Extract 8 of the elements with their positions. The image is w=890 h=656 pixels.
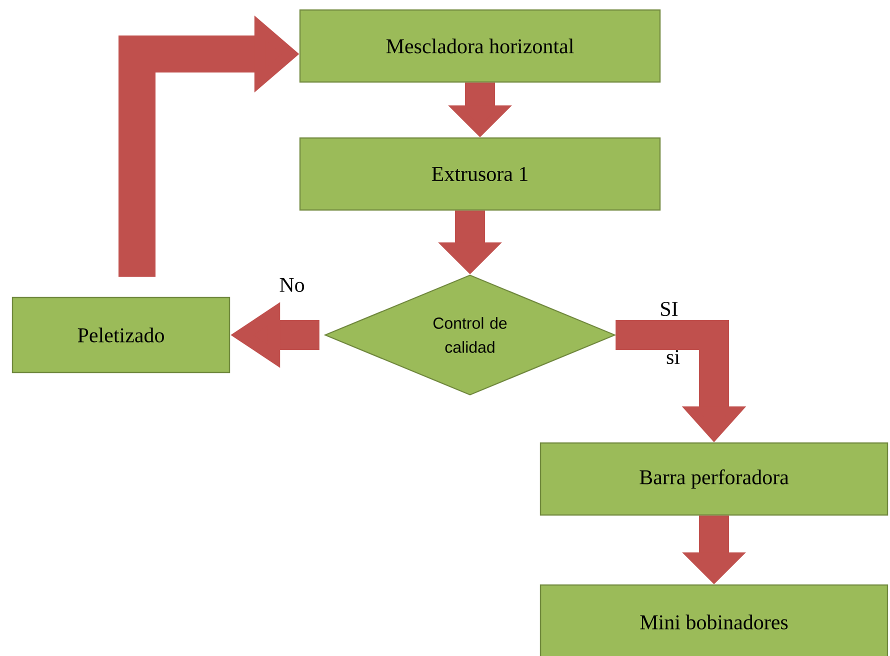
- edge-label: No: [278, 277, 306, 293]
- process-box: Barra perforadora: [540, 442, 888, 516]
- edge-label: SI: [658, 300, 680, 318]
- label: si: [666, 350, 680, 364]
- process-box: Mescladora horizontal: [299, 9, 661, 83]
- process-box: Mini bobinadores: [540, 584, 888, 656]
- process-box: Peletizado: [12, 296, 230, 374]
- process-box: Extrusora 1: [299, 137, 661, 211]
